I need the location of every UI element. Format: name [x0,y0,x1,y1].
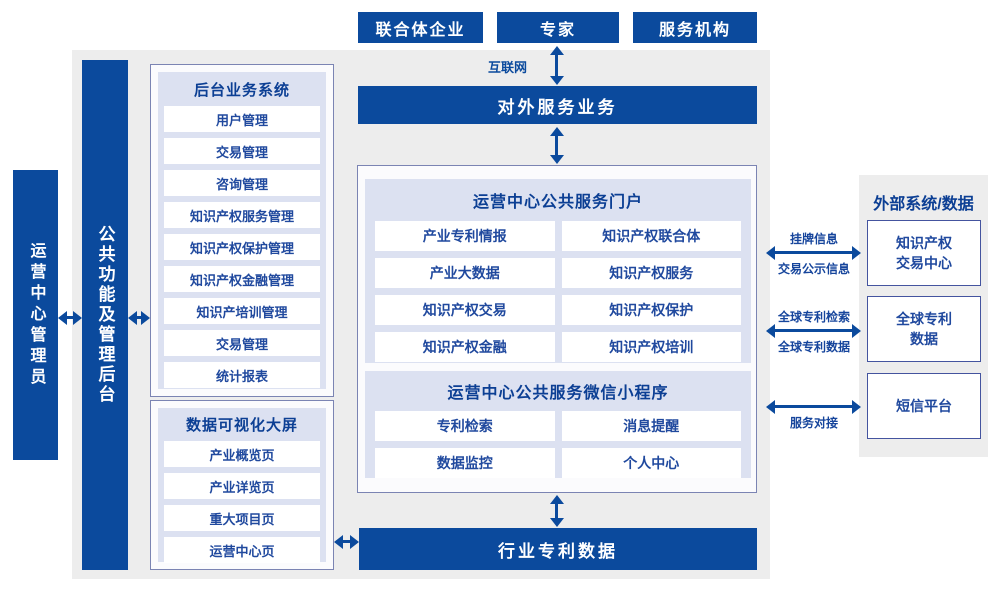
actor-expert: 专家 [497,12,619,43]
backend-item: 统计报表 [164,362,320,388]
portal-title: 运营中心公共服务门户 [472,194,643,211]
operations-admin-label: 运营中心管理员 [27,241,45,389]
dataviz-panel: 数据可视化大屏 产业概览页 产业详览页 重大项目页 运营中心页 [158,408,326,563]
portal-panel: 运营中心公共服务门户 产业专利情报 知识产权联合体 产业大数据 知识产权服务 知… [365,179,751,363]
miniprogram-item: 个人中心 [561,448,741,478]
actor-service-agency: 服务机构 [633,12,757,43]
portal-item: 知识产权保护 [561,295,741,325]
arrow-global-patent [766,323,861,338]
backend-item: 知识产权保护管理 [164,234,320,260]
arrow-sms-platform [766,399,861,414]
portal-item: 产业专利情报 [375,221,555,251]
dataviz-item: 产业详览页 [164,473,320,499]
portal-item: 知识产权联合体 [561,221,741,251]
arrow-admin-to-backend [58,310,82,325]
external-system-global-patent: 全球专利数据 [867,296,981,362]
backend-item: 交易管理 [164,138,320,164]
backend-system-title: 后台业务系统 [193,82,290,99]
arrow-service-to-portal [549,127,564,164]
portal-item: 产业大数据 [375,258,555,288]
actor-label: 联合体企业 [375,21,466,39]
dataviz-title: 数据可视化大屏 [185,417,298,434]
external-system-label: 短信平台 [896,397,952,414]
backend-system-panel: 后台业务系统 用户管理 交易管理 咨询管理 知识产权服务管理 知识产权保护管理 … [158,72,326,389]
backend-item: 知识产培训管理 [164,298,320,324]
miniprogram-item: 数据监控 [375,448,555,478]
actor-label: 专家 [539,21,576,39]
dataviz-item: 产业概览页 [164,441,320,467]
backend-item: 知识产权服务管理 [164,202,320,228]
miniprogram-item: 消息提醒 [561,411,741,441]
external-systems-title: 外部系统/数据 [873,196,974,213]
industry-patent-data-bar: 行业专利数据 [359,528,757,570]
dataviz-item: 运营中心页 [164,537,320,563]
miniprogram-item: 专利检索 [375,411,555,441]
actor-label: 服务机构 [658,21,731,39]
arrow-portal-to-patent-data [549,495,564,527]
backend-item: 咨询管理 [164,170,320,196]
connection-label-bottom: 服务对接 [789,416,838,430]
backend-item: 知识产权金融管理 [164,266,320,292]
industry-patent-data-label: 行业专利数据 [498,541,618,561]
portal-item: 知识产权服务 [561,258,741,288]
connection-label-bottom: 全球专利数据 [777,340,850,354]
connection-label-bottom: 交易公示信息 [777,262,850,276]
backend-functions-label: 公共功能及管理后台 [95,225,115,405]
backend-item: 交易管理 [164,330,320,356]
backend-system-box: 后台业务系统 用户管理 交易管理 咨询管理 知识产权服务管理 知识产权保护管理 … [150,64,334,397]
operations-admin-box: 运营中心管理员 [13,170,58,460]
connection-label-top: 全球专利检索 [777,310,850,324]
arrow-backend-to-system [128,310,150,325]
external-service-bar: 对外服务业务 [358,86,757,124]
miniprogram-title: 运营中心公共服务微信小程序 [447,385,669,402]
arrow-dataviz-to-patent-data [334,534,359,549]
external-system-ip-exchange: 知识产权交易中心 [867,220,981,286]
arrow-internet [549,46,564,85]
backend-functions-bar: 公共功能及管理后台 [82,60,128,570]
portal-item: 知识产权交易 [375,295,555,325]
center-services-box: 运营中心公共服务门户 产业专利情报 知识产权联合体 产业大数据 知识产权服务 知… [357,165,757,493]
external-systems-panel: 外部系统/数据 知识产权交易中心 全球专利数据 短信平台 [859,175,988,457]
external-system-label: 全球专利数据 [896,310,952,347]
arrow-ip-exchange [766,245,861,260]
external-service-label: 对外服务业务 [497,97,618,117]
external-system-label: 知识产权交易中心 [896,234,952,271]
miniprogram-panel: 运营中心公共服务微信小程序 专利检索 消息提醒 数据监控 个人中心 [365,371,751,478]
dataviz-item: 重大项目页 [164,505,320,531]
external-system-sms: 短信平台 [867,373,981,439]
portal-item: 知识产权培训 [561,332,741,362]
dataviz-box: 数据可视化大屏 产业概览页 产业详览页 重大项目页 运营中心页 [150,400,334,570]
internet-label: 互联网 [488,60,528,75]
connection-label-top: 挂牌信息 [789,232,838,246]
actor-consortium-enterprise: 联合体企业 [358,12,483,43]
portal-item: 知识产权金融 [375,332,555,362]
backend-item: 用户管理 [164,106,320,132]
